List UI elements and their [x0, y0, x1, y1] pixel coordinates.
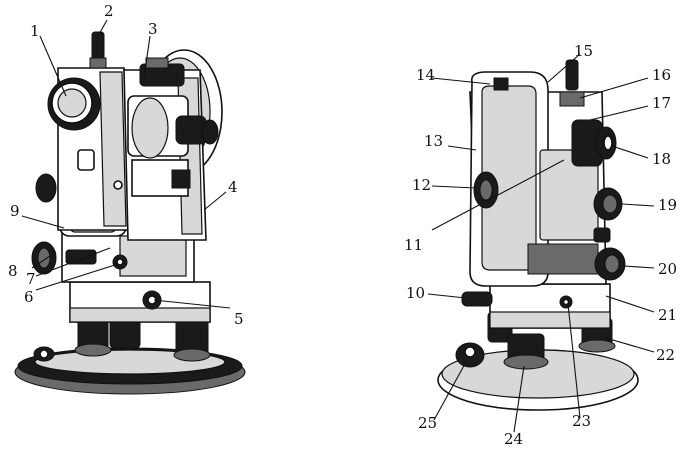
right-instrument	[437, 59, 639, 411]
callout-5: 5	[234, 310, 244, 328]
callout-11: 11	[404, 236, 424, 254]
callout-18: 18	[652, 150, 672, 168]
callout-25: 25	[418, 414, 438, 432]
callout-6: 6	[24, 288, 34, 306]
callout-7: 7	[26, 270, 36, 288]
callout-23: 23	[572, 412, 592, 430]
callout-19: 19	[658, 196, 678, 214]
callout-13: 13	[424, 132, 444, 150]
callout-10: 10	[406, 284, 426, 302]
callout-1: 1	[30, 22, 40, 40]
callout-2: 2	[104, 2, 114, 20]
left-instrument	[14, 31, 246, 395]
callout-21: 21	[658, 306, 678, 324]
callout-17: 17	[652, 94, 672, 112]
callout-9: 9	[10, 202, 20, 220]
callout-8: 8	[8, 262, 18, 280]
callout-4: 4	[228, 178, 238, 196]
callout-22: 22	[656, 346, 676, 364]
callout-12: 12	[412, 176, 432, 194]
callout-3: 3	[148, 20, 158, 38]
callout-15: 15	[574, 42, 594, 60]
callout-20: 20	[658, 260, 678, 278]
leader-lines	[21, 19, 655, 433]
callout-24: 24	[504, 430, 524, 448]
callout-14: 14	[416, 66, 436, 84]
callout-16: 16	[652, 66, 672, 84]
